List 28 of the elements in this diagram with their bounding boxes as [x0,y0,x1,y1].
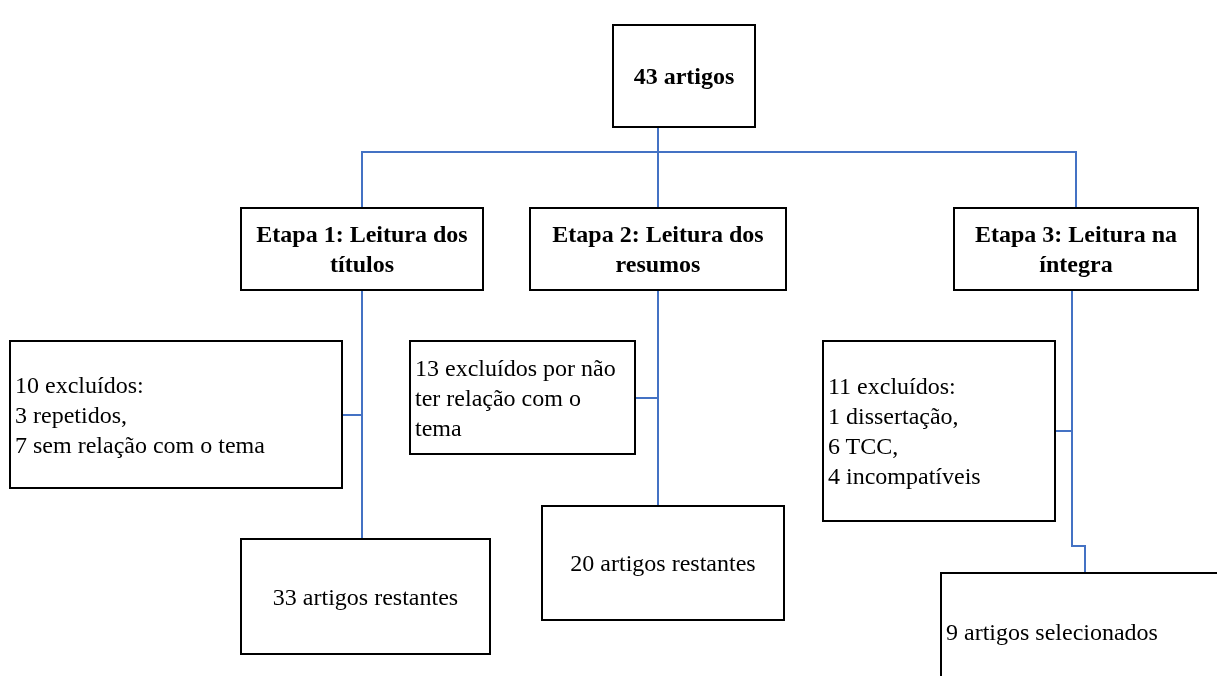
result-box [940,572,1217,676]
box-text: 7 sem relação com o tema [15,430,265,460]
result-box [240,538,491,655]
result-box [541,505,785,621]
stage-box [612,24,756,128]
stage-box [953,207,1199,291]
box-text: 10 excluídos: [15,370,144,400]
stage-title: 43 artigos [633,62,735,91]
box-text: 1 dissertação, [828,402,959,431]
result-box [9,340,343,489]
box-text: 4 incompatíveis [828,462,981,491]
stage-box [240,207,484,291]
stage-box [529,207,787,291]
connector-line [657,290,659,506]
box-text: 9 artigos selecionados [946,618,1158,647]
connector-line [361,290,363,539]
box-text: 3 repetidos, [15,400,127,430]
box-text: 11 excluídos: [828,372,956,401]
box-text: 13 excluídos por não ter relação com o tema [415,353,617,443]
box-text: 20 artigos restantes [570,549,756,578]
result-box [822,340,1056,522]
result-box [409,340,636,455]
box-text: 33 artigos restantes [272,582,459,612]
stage-title: Etapa 1: Leitura dos títulos [255,220,469,279]
connector-line [1071,290,1086,573]
stage-title: Etapa 2: Leitura dos resumos [551,220,765,279]
stage-title: Etapa 3: Leitura na íntegra [974,220,1178,279]
box-text: 6 TCC, [828,432,899,461]
